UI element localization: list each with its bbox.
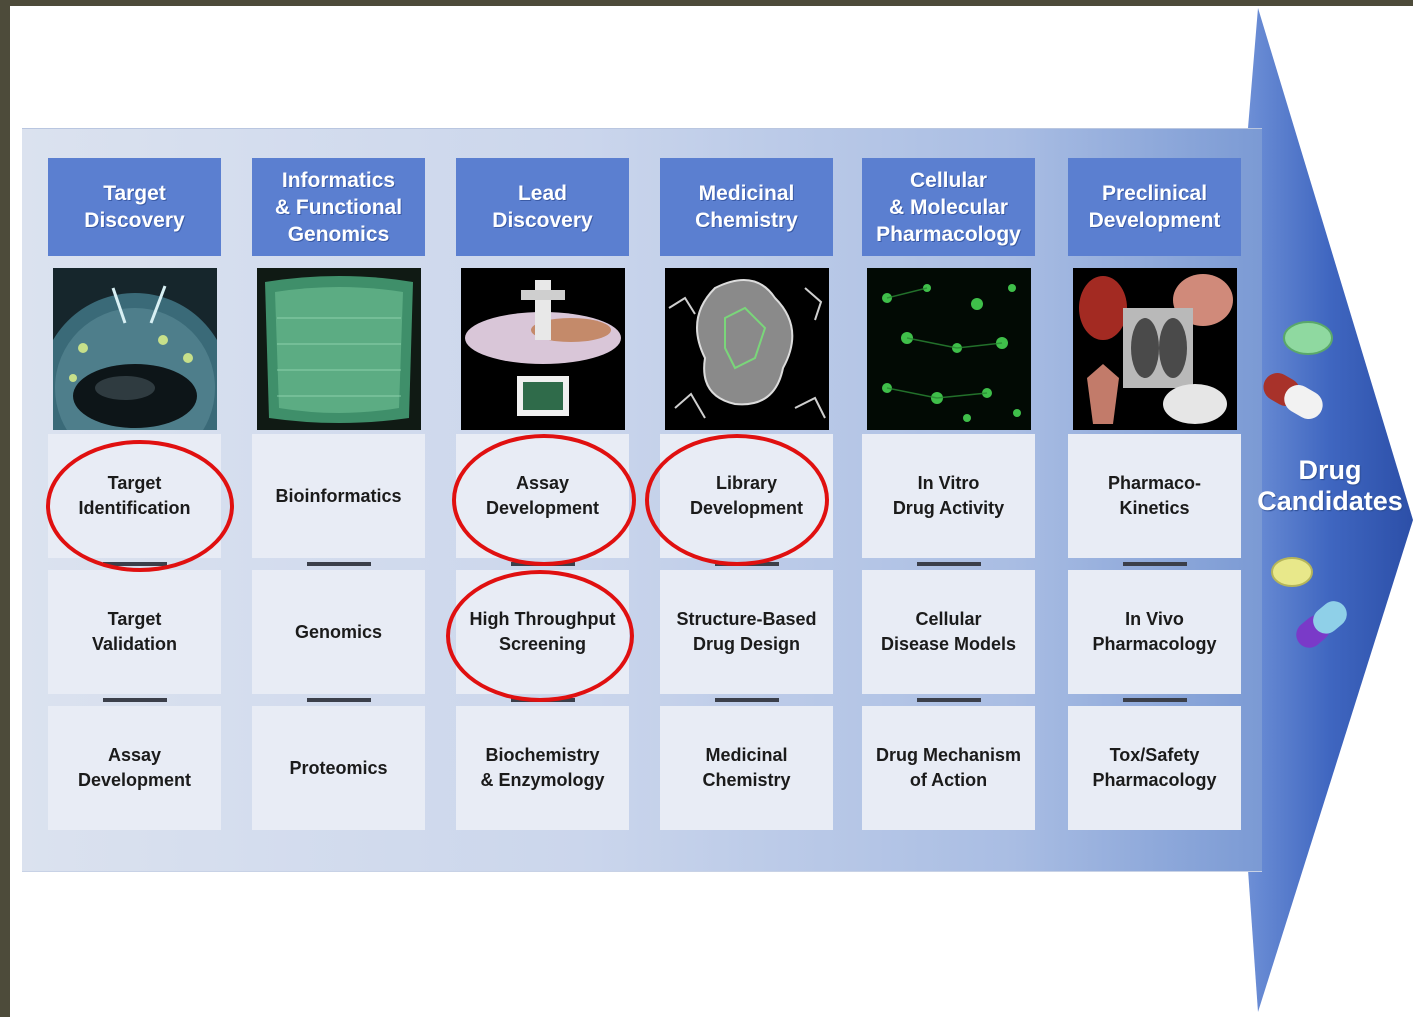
- process-label: Genomics: [294, 621, 383, 642]
- pipeline-band: [22, 128, 1262, 872]
- left-border: [0, 0, 10, 1017]
- process-label: Medicinal Chemistry: [702, 745, 791, 790]
- cell-culture-image: [866, 268, 1031, 430]
- divider: [1122, 698, 1187, 702]
- process-cell: High Throughput Screening: [456, 570, 629, 702]
- process-cell: Target Validation: [48, 570, 221, 702]
- process-cell: Tox/Safety Pharmacology: [1068, 706, 1241, 830]
- column-header: Medicinal Chemistry: [660, 158, 833, 256]
- process-cell: Bioinformatics: [252, 434, 425, 566]
- divider: [1122, 562, 1187, 566]
- process-label: High Throughput Screening: [469, 609, 616, 654]
- top-border: [0, 0, 1413, 6]
- process-cell: Assay Development: [48, 706, 221, 830]
- process-label: Structure-Based Drug Design: [676, 609, 817, 654]
- dna-sequence-image: [256, 268, 421, 430]
- drug-candidates-label: Drug Candidates: [1257, 455, 1403, 516]
- process-cell: Drug Mechanism of Action: [862, 706, 1035, 830]
- pills-icon: [1263, 321, 1347, 648]
- column-header: Lead Discovery: [456, 158, 629, 256]
- process-label: Target Validation: [91, 609, 178, 654]
- divider: [306, 698, 371, 702]
- target-discovery-image: [52, 268, 217, 430]
- process-cell: In Vitro Drug Activity: [862, 434, 1035, 566]
- anatomy-image: [1072, 268, 1237, 430]
- process-label: Assay Development: [485, 473, 600, 518]
- process-cell: In Vivo Pharmacology: [1068, 570, 1241, 702]
- column-pharmacology: Cellular & Molecular Pharmacology In Vit…: [862, 158, 1035, 830]
- process-cell: Genomics: [252, 570, 425, 702]
- process-label: Tox/Safety Pharmacology: [1092, 745, 1217, 790]
- process-label: Pharmaco- Kinetics: [1107, 473, 1202, 518]
- lab-robot-image: [460, 268, 625, 430]
- process-label: Assay Development: [77, 745, 192, 790]
- divider: [510, 562, 575, 566]
- process-label: Target Identification: [78, 473, 191, 518]
- divider: [714, 698, 779, 702]
- divider: [306, 562, 371, 566]
- process-cell: Assay Development: [456, 434, 629, 566]
- divider: [714, 562, 779, 566]
- process-cell: Structure-Based Drug Design: [660, 570, 833, 702]
- process-cell: Pharmaco- Kinetics: [1068, 434, 1241, 566]
- process-label: In Vitro Drug Activity: [892, 473, 1005, 518]
- column-header: Target Discovery: [48, 158, 221, 256]
- process-cell: Medicinal Chemistry: [660, 706, 833, 830]
- process-label: Biochemistry & Enzymology: [480, 745, 605, 790]
- column-preclinical: Preclinical Development Pharmaco- Kineti…: [1068, 158, 1241, 830]
- column-target-discovery: Target Discovery Target Identification T…: [48, 158, 221, 830]
- column-header: Informatics & Functional Genomics: [252, 158, 425, 256]
- column-lead-discovery: Lead Discovery Assay Development High Th…: [456, 158, 629, 830]
- process-label: Drug Mechanism of Action: [875, 745, 1022, 790]
- column-informatics: Informatics & Functional Genomics Bioinf…: [252, 158, 425, 830]
- divider: [102, 562, 167, 566]
- divider: [916, 562, 981, 566]
- process-label: In Vivo Pharmacology: [1092, 609, 1217, 654]
- column-header: Preclinical Development: [1068, 158, 1241, 256]
- column-header: Cellular & Molecular Pharmacology: [862, 158, 1035, 256]
- process-label: Cellular Disease Models: [880, 609, 1017, 654]
- process-label: Bioinformatics: [275, 485, 402, 506]
- molecule-image: [664, 268, 829, 430]
- divider: [510, 698, 575, 702]
- process-cell: Biochemistry & Enzymology: [456, 706, 629, 830]
- process-label: Proteomics: [289, 757, 388, 778]
- column-medicinal-chemistry: Medicinal Chemistry Library Development …: [660, 158, 833, 830]
- process-label: Library Development: [689, 473, 804, 518]
- process-cell: Cellular Disease Models: [862, 570, 1035, 702]
- process-cell: Library Development: [660, 434, 833, 566]
- divider: [102, 698, 167, 702]
- process-cell: Proteomics: [252, 706, 425, 830]
- process-cell: Target Identification: [48, 434, 221, 566]
- divider: [916, 698, 981, 702]
